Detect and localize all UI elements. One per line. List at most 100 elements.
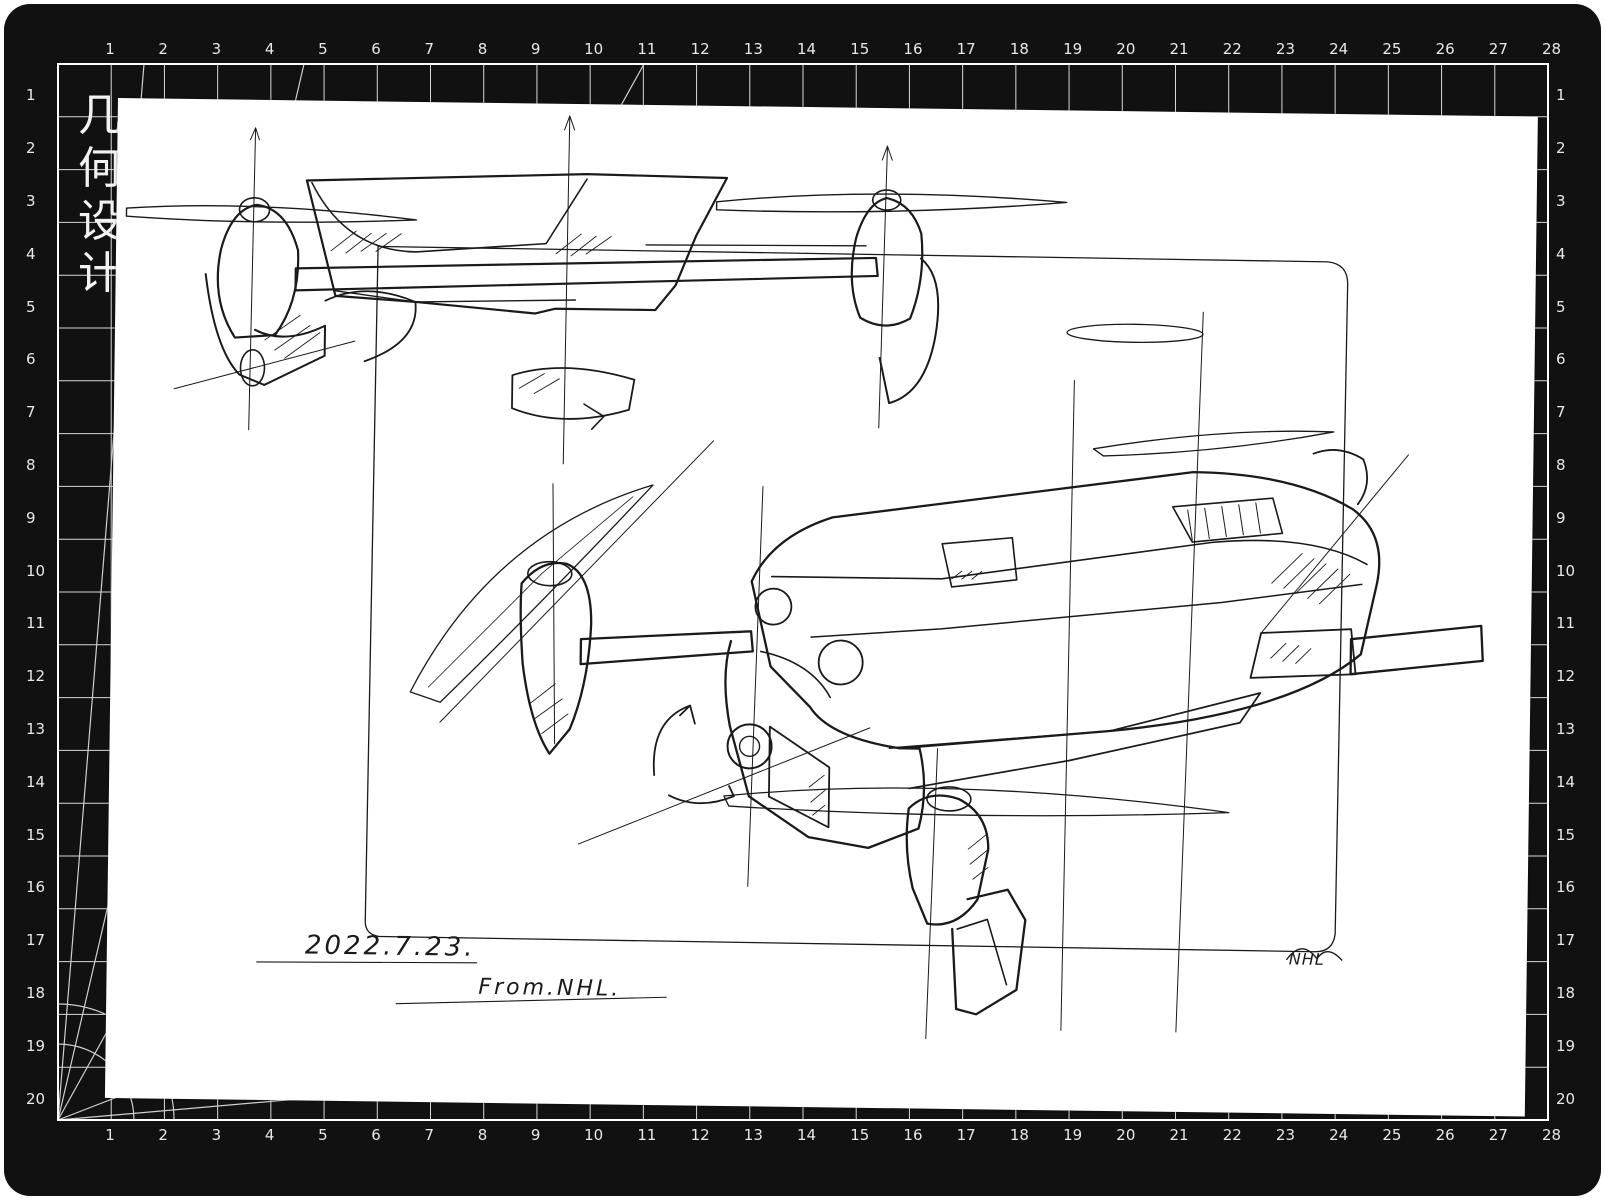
ruler-number: 13 (743, 40, 763, 58)
ruler-number: 10 (1556, 561, 1576, 580)
ruler-number: 23 (1275, 1126, 1296, 1144)
ruler-number: 28 (1542, 1126, 1562, 1144)
ruler-number: 10 (26, 561, 46, 580)
ruler-number: 15 (850, 1126, 870, 1144)
ruler-number: 25 (1382, 1126, 1402, 1144)
ruler-number: 12 (26, 667, 46, 686)
drone-sketch (125, 115, 1484, 1040)
ruler-number: 12 (690, 40, 710, 58)
ruler-number: 19 (1063, 40, 1083, 58)
ruler-number: 7 (1556, 403, 1566, 422)
ruler-number: 6 (26, 350, 36, 369)
ruler-number: 22 (1222, 1126, 1242, 1144)
ruler-number: 1 (1556, 86, 1566, 105)
ruler-number: 3 (1556, 192, 1566, 210)
ruler-number: 14 (26, 772, 46, 791)
ruler-number: 9 (530, 40, 541, 58)
ruler-number: 3 (26, 192, 36, 210)
ruler-number: 19 (26, 1036, 46, 1055)
ruler-number: 16 (903, 40, 923, 58)
ruler-number: 17 (1556, 931, 1576, 950)
ruler-number: 15 (1556, 825, 1576, 844)
ruler-number: 12 (1556, 667, 1576, 686)
ruler-number: 11 (637, 1126, 657, 1144)
ruler-number: 4 (264, 40, 275, 58)
sketch-signature: NHL (1288, 949, 1325, 969)
ruler-number: 23 (1275, 40, 1296, 58)
ruler-number: 21 (1169, 1126, 1189, 1144)
ruler-number: 8 (1556, 456, 1566, 474)
ruler-number: 13 (26, 720, 46, 738)
ruler-number: 8 (477, 40, 488, 58)
ruler-number: 5 (1556, 297, 1566, 316)
ruler-number: 17 (26, 931, 46, 950)
brand-char: 几 (78, 90, 122, 141)
ruler-number: 4 (1556, 244, 1566, 263)
ruler-number: 20 (1556, 1089, 1576, 1108)
ruler-number: 20 (26, 1089, 46, 1108)
ruler-number: 9 (530, 1126, 541, 1144)
ruler-number: 17 (956, 40, 976, 58)
brand-logo: 几 何 设 计 (68, 90, 132, 301)
ruler-number: 3 (211, 1126, 222, 1144)
ruler-number: 21 (1169, 40, 1189, 58)
ruler-number: 15 (850, 40, 870, 58)
ruler-number: 10 (584, 1126, 604, 1144)
ruler-number: 11 (637, 40, 657, 58)
ruler-number: 9 (26, 508, 36, 527)
ruler-number: 11 (1556, 614, 1576, 633)
ruler-number: 9 (1556, 508, 1566, 527)
ruler-number: 14 (797, 1126, 817, 1144)
ruler-number: 19 (1556, 1036, 1576, 1055)
ruler-number: 1 (26, 86, 36, 105)
ruler-number: 5 (318, 1126, 328, 1144)
ruler-number: 26 (1435, 40, 1455, 58)
ruler-number: 27 (1488, 40, 1508, 58)
ruler-number: 24 (1329, 1126, 1349, 1144)
ruler-number: 16 (903, 1126, 923, 1144)
ruler-number: 5 (26, 297, 36, 316)
ruler-number: 25 (1382, 40, 1402, 58)
ruler-number: 2 (26, 139, 36, 158)
ruler-number: 17 (956, 1126, 976, 1144)
ruler-number: 7 (424, 1126, 435, 1144)
brand-char: 何 (78, 142, 122, 194)
brand-char: 设 (78, 195, 122, 247)
ruler-number: 27 (1488, 1126, 1508, 1144)
ruler-number: 20 (1116, 40, 1136, 58)
ruler-number: 18 (1556, 984, 1576, 1002)
ruler-number: 6 (371, 1126, 381, 1144)
ruler-number: 20 (1116, 1126, 1136, 1144)
sketch-credit: From.NHL. (478, 974, 622, 1002)
ruler-number: 1 (105, 1126, 115, 1144)
ruler-number: 11 (26, 614, 46, 633)
ruler-number: 8 (477, 1126, 488, 1144)
ruler-number: 7 (26, 403, 36, 422)
ruler-number: 16 (1556, 878, 1576, 897)
sketch-date: 2022.7.23. (304, 930, 476, 963)
ruler-number: 14 (797, 40, 817, 58)
ruler-number: 3 (211, 40, 222, 58)
ruler-number: 16 (26, 878, 46, 897)
ruler-number: 13 (743, 1126, 763, 1144)
ruler-number: 4 (26, 244, 36, 263)
ruler-number: 24 (1329, 40, 1349, 58)
ruler-number: 26 (1435, 1126, 1455, 1144)
ruler-number: 12 (690, 1126, 710, 1144)
ruler-number: 2 (1556, 139, 1566, 158)
ruler-number: 2 (158, 40, 168, 58)
ruler-number: 22 (1222, 40, 1242, 58)
ruler-number: 18 (26, 984, 46, 1002)
ruler-number: 18 (1009, 40, 1029, 58)
ruler-number: 5 (318, 40, 328, 58)
ruler-number: 2 (158, 1126, 168, 1144)
ruler-number: 10 (584, 40, 604, 58)
sketch-paper: 2022.7.23. From.NHL. NHL (104, 98, 1538, 1117)
ruler-number: 19 (1063, 1126, 1083, 1144)
ruler-number: 28 (1542, 40, 1562, 58)
ruler-number: 6 (1556, 350, 1566, 369)
ruler-number: 1 (105, 40, 115, 58)
ruler-number: 7 (424, 40, 435, 58)
ruler-number: 15 (26, 825, 46, 844)
ruler-number: 6 (371, 40, 381, 58)
